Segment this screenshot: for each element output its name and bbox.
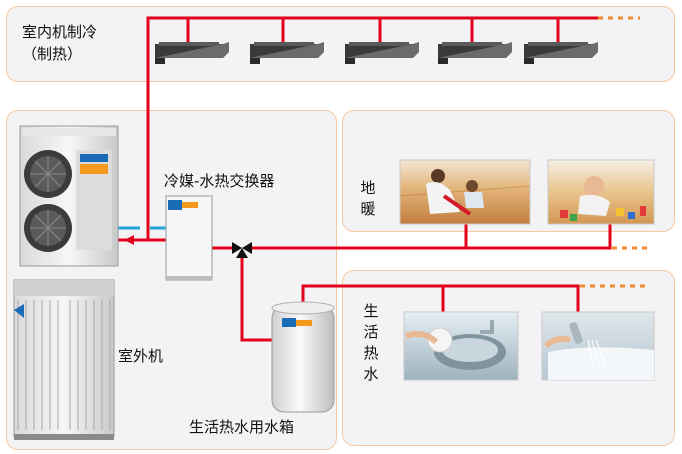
refrigerant-pipes bbox=[146, 16, 612, 342]
ducted-indoor-unit-icon bbox=[345, 42, 419, 64]
shower-photo bbox=[541, 311, 655, 381]
dot-mark: . bbox=[318, 263, 319, 268]
indoor-units bbox=[155, 42, 598, 64]
heat-exchanger-icon bbox=[165, 195, 213, 281]
hot-water-tank-icon bbox=[271, 301, 335, 413]
baby-playing-photo bbox=[547, 159, 655, 225]
outdoor-condenser-unit-icon bbox=[13, 125, 119, 440]
ducted-indoor-unit-icon bbox=[438, 42, 512, 64]
hot-water-label: 生活热水 bbox=[363, 302, 379, 383]
ducted-indoor-unit-icon bbox=[155, 42, 229, 64]
tank-label: 生活热水用水箱 bbox=[189, 418, 295, 436]
three-way-valve-icon bbox=[232, 242, 252, 258]
family-on-floor-photo bbox=[399, 159, 531, 225]
outdoor-unit-label: 室外机 bbox=[118, 347, 164, 365]
indoor-title-line2: （制热） bbox=[22, 45, 83, 63]
kitchen-sink-photo bbox=[403, 311, 519, 381]
dashed-extensions bbox=[580, 16, 652, 288]
floor-heating-label: 地暖 bbox=[360, 179, 376, 218]
indoor-title-line1: 室内机制冷 bbox=[22, 23, 98, 41]
ducted-indoor-unit-icon bbox=[524, 42, 598, 64]
ducted-indoor-unit-icon bbox=[250, 42, 324, 64]
flow-arrow-icon bbox=[124, 235, 134, 245]
exchanger-label: 冷媒-水热交换器 bbox=[164, 172, 275, 190]
